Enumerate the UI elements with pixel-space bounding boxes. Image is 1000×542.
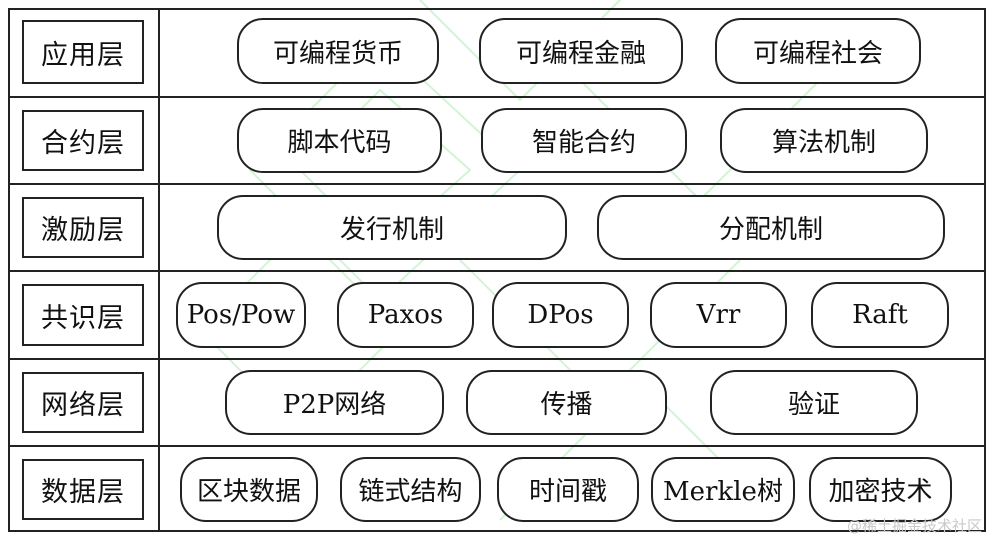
layer-item-pill: 传播: [466, 370, 667, 435]
layer-row-consensus: 共识层 Pos/Pow Paxos DPos Vrr Raft: [8, 270, 986, 358]
layer-row-contract: 合约层 脚本代码智能合约算法机制: [8, 96, 986, 183]
layer-label-column: 网络层: [8, 360, 160, 445]
layer-label-consensus: 共识层: [22, 284, 144, 346]
layer-item-pill: DPos: [492, 282, 629, 348]
layer-label-data: 数据层: [22, 459, 144, 520]
layer-item-pill: 可编程社会: [715, 18, 921, 84]
layer-item-pill: 可编程货币: [237, 18, 439, 84]
layer-item-pill: 区块数据: [180, 457, 318, 522]
layer-item-pill: Merkle树: [651, 457, 795, 522]
layer-label-application: 应用层: [22, 20, 144, 84]
layer-row-network: 网络层 P2P网络传播验证: [8, 358, 986, 445]
layer-label-column: 激励层: [8, 185, 160, 270]
layer-item-pill: 发行机制: [217, 195, 567, 260]
layer-row-incentive: 激励层 发行机制分配机制: [8, 183, 986, 270]
layer-item-pill: Vrr: [650, 282, 787, 348]
layer-item-pill: 脚本代码: [237, 108, 442, 173]
layer-item-pill: 可编程金融: [479, 18, 683, 84]
layer-label-column: 应用层: [8, 8, 160, 96]
layer-item-pill: Pos/Pow: [176, 282, 306, 348]
layer-item-pill: 加密技术: [809, 457, 952, 522]
layer-item-pill: Raft: [811, 282, 949, 348]
watermark-text: @稀土掘金技术社区: [846, 517, 982, 535]
layer-label-network: 网络层: [22, 372, 144, 433]
layer-label-contract: 合约层: [22, 110, 144, 171]
layer-label-incentive: 激励层: [22, 197, 144, 258]
layer-label-column: 合约层: [8, 98, 160, 183]
layer-item-pill: 算法机制: [720, 108, 928, 173]
layer-item-pill: Paxos: [337, 282, 474, 348]
layer-item-pill: 智能合约: [481, 108, 687, 173]
layer-item-pill: 验证: [710, 370, 918, 435]
layer-item-pill: 分配机制: [597, 195, 945, 260]
layer-label-column: 数据层: [8, 447, 160, 532]
layer-row-application: 应用层 可编程货币可编程金融可编程社会: [8, 8, 986, 96]
layer-item-pill: P2P网络: [225, 370, 444, 435]
layer-label-column: 共识层: [8, 272, 160, 358]
layer-item-pill: 链式结构: [340, 457, 481, 522]
layer-item-pill: 时间戳: [497, 457, 639, 522]
